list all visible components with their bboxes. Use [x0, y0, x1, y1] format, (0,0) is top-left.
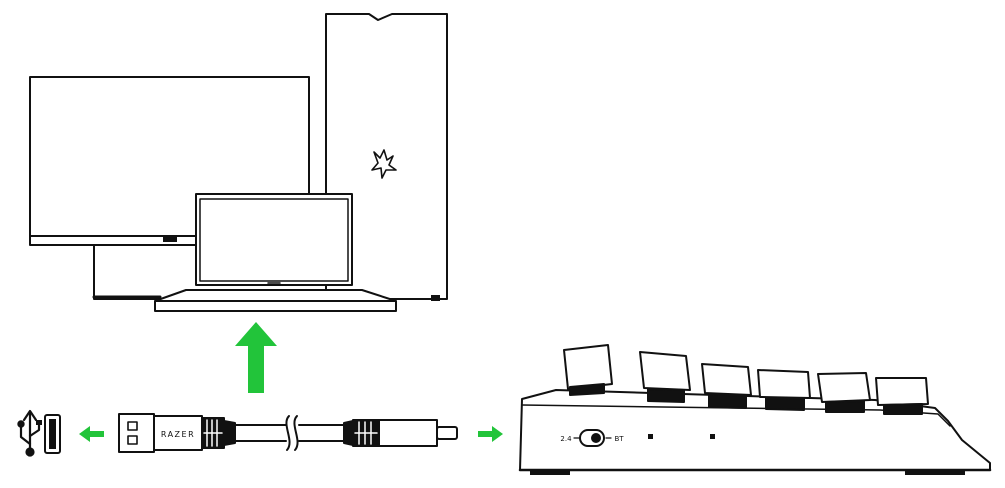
- arrow-left-icon: [79, 426, 104, 442]
- keycap: [757, 369, 811, 411]
- usb-port-icon: [44, 414, 61, 454]
- laptop: [154, 193, 397, 312]
- cable-brand-text: RAZER: [161, 430, 195, 439]
- usb-symbol-icon: [17, 409, 42, 457]
- switch-label-right: BT: [614, 435, 624, 443]
- arrow-up-icon: [235, 322, 277, 393]
- keyboard-side-view: [518, 344, 992, 475]
- keycap: [875, 377, 929, 415]
- keycap: [701, 363, 752, 409]
- razer-logo-icon: [371, 149, 397, 179]
- switch-label-left: 2.4: [560, 435, 572, 443]
- keycap: [563, 344, 613, 396]
- keycap: [639, 351, 691, 403]
- arrow-right-icon: [478, 426, 503, 442]
- usb-cable: [118, 413, 458, 453]
- keycap: [817, 372, 871, 413]
